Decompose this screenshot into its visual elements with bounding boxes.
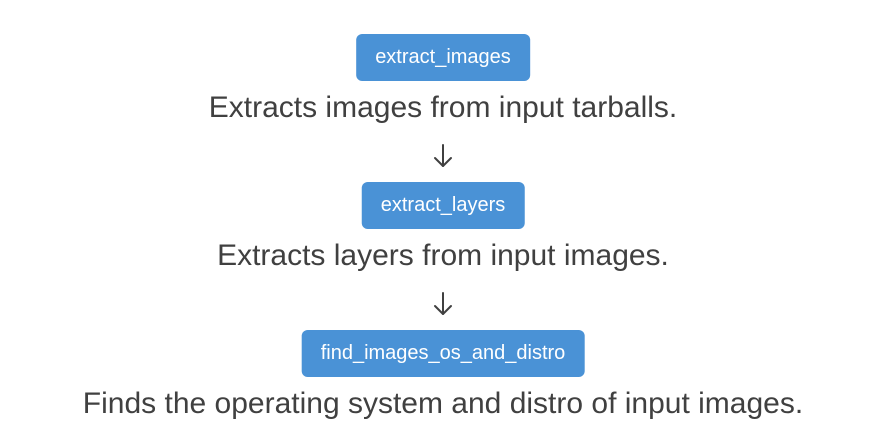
- step-find-images-os-and-distro-description: Finds the operating system and distro of…: [82, 387, 804, 420]
- step-extract-layers-description: Extracts layers from input images.: [217, 239, 669, 272]
- step-extract-images-description: Extracts images from input tarballs.: [208, 91, 678, 124]
- step-extract-images-button[interactable]: extract_images: [356, 34, 530, 81]
- step-extract-layers-button[interactable]: extract_layers: [361, 182, 525, 229]
- arrow-down-icon: [434, 144, 452, 167]
- step-find-images-os-and-distro-button[interactable]: find_images_os_and_distro: [301, 330, 585, 377]
- arrow-down-icon: [434, 292, 452, 315]
